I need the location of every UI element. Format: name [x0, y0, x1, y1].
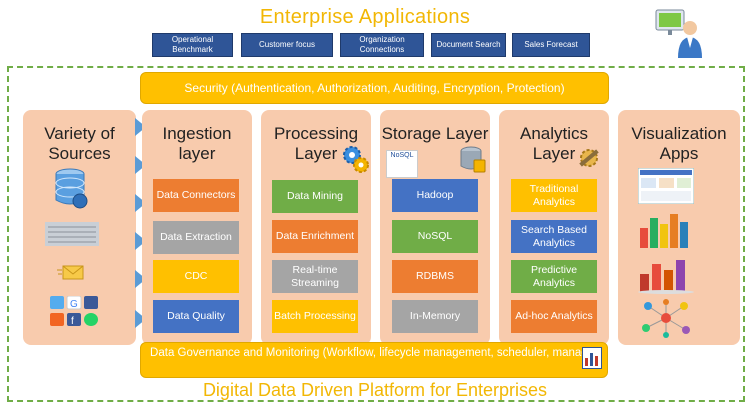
app-organization-connections[interactable]: Organization Connections [340, 33, 424, 57]
email-icon [57, 265, 84, 280]
nosql-logo-label: NoSQL [390, 152, 414, 159]
database-icon [55, 168, 88, 209]
monitoring-chart-icon [582, 347, 602, 369]
sources-title: Variety of Sources [44, 124, 115, 163]
analytics-item[interactable]: Traditional Analytics [511, 179, 597, 212]
app-operational-benchmark[interactable]: Operational Benchmark [152, 33, 233, 57]
dashboard-screenshot-icon [638, 168, 694, 204]
analytics-item[interactable]: Predictive Analytics [511, 260, 597, 293]
app-sales-forecast[interactable]: Sales Forecast [512, 33, 590, 57]
database-server-icon [460, 146, 486, 173]
gears-icon [343, 146, 369, 173]
network-graph-icon [642, 299, 690, 338]
security-bar: Security (Authentication, Authorization,… [140, 72, 609, 104]
processing-column: Processing Layer Data Mining Data Enrich… [261, 110, 371, 345]
app-document-search[interactable]: Document Search [431, 33, 506, 57]
analytics-item[interactable]: Ad-hoc Analytics [511, 300, 597, 333]
arrow-right-icon [135, 194, 146, 212]
ingestion-item[interactable]: Data Connectors [153, 179, 239, 212]
user-monitor-icon [655, 9, 702, 58]
analytics-column: Analytics Layer Traditional Analytics Se… [499, 110, 609, 345]
nosql-logo: NoSQL [386, 150, 418, 178]
ingestion-title: Ingestion layer [162, 124, 232, 163]
processing-item[interactable]: Real-time Streaming [272, 260, 358, 293]
arrow-right-icon [135, 310, 146, 328]
arrow-right-icon [135, 118, 146, 136]
visualization-title: Visualization Apps [631, 124, 727, 163]
social-media-icon: G f [50, 296, 98, 327]
storage-title: Storage Layer [381, 124, 489, 143]
platform-frame [7, 66, 745, 402]
svg-text:f: f [71, 316, 74, 327]
app-customer-focus[interactable]: Customer focus [241, 33, 333, 57]
ingestion-column: Ingestion layer Data Connectors Data Ext… [142, 110, 252, 345]
processing-item[interactable]: Data Mining [272, 180, 358, 213]
arrow-right-icon [135, 270, 146, 288]
ingestion-item[interactable]: Data Extraction [153, 221, 239, 254]
ingestion-item[interactable]: CDC [153, 260, 239, 293]
storage-item[interactable]: NoSQL [392, 220, 478, 253]
processing-item[interactable]: Batch Processing [272, 300, 358, 333]
enterprise-applications-title: Enterprise Applications [259, 6, 471, 28]
arrow-right-icon [135, 232, 146, 250]
arrow-right-icon [135, 156, 146, 174]
storage-item[interactable]: RDBMS [392, 260, 478, 293]
bar-chart-icon [640, 214, 688, 248]
storage-item[interactable]: Hadoop [392, 179, 478, 212]
platform-title: Digital Data Driven Platform for Enterpr… [202, 380, 548, 400]
governance-label: Data Governance and Monitoring (Workflow… [150, 347, 598, 359]
3d-chart-icon [638, 260, 694, 294]
svg-text:G: G [70, 299, 78, 310]
documents-icon [45, 222, 99, 246]
tools-icon [579, 149, 599, 167]
analytics-title: Analytics Layer [519, 124, 589, 163]
processing-title: Processing Layer [273, 124, 359, 163]
storage-item[interactable]: In-Memory [392, 300, 478, 333]
visualization-column: Visualization Apps [618, 110, 740, 345]
ingestion-item[interactable]: Data Quality [153, 300, 239, 333]
governance-bar: Data Governance and Monitoring (Workflow… [140, 342, 608, 378]
analytics-item[interactable]: Search Based Analytics [511, 220, 597, 253]
storage-column: Storage Layer NoSQL Hadoop NoSQL RDBMS I… [380, 110, 490, 345]
processing-item[interactable]: Data Enrichment [272, 220, 358, 253]
sources-column: Variety of Sources G f [23, 110, 136, 345]
